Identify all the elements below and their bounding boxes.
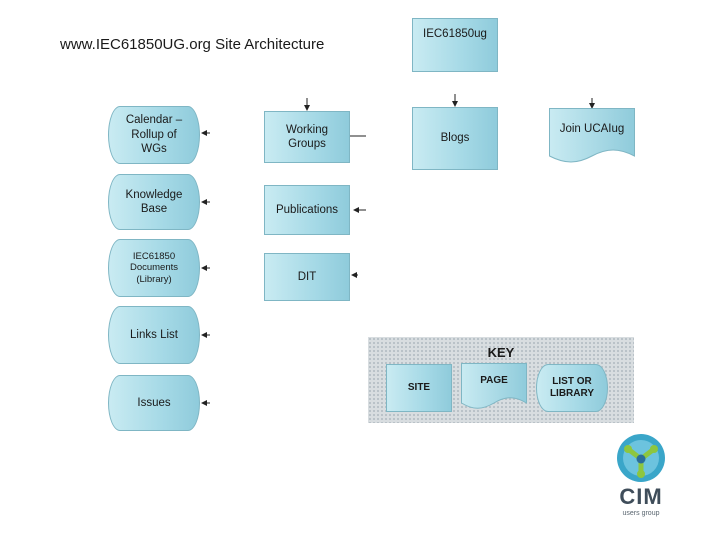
library-knowledge-base: Knowledge Base <box>108 174 200 230</box>
library-issues-label: Issues <box>137 396 171 409</box>
legend-page-label: PAGE <box>480 375 508 386</box>
legend-wavy-shape <box>461 363 527 409</box>
library-links-list-label: Links List <box>130 328 178 341</box>
page-publications: Publications <box>264 185 350 235</box>
library-documents-label: IEC61850 Documents (Library) <box>129 250 179 285</box>
library-links-list: Links List <box>108 306 200 364</box>
legend-library-label: LIST OR LIBRARY <box>549 375 595 400</box>
library-calendar: Calendar – Rollup of WGs <box>108 106 200 164</box>
page-working-groups-label: Working Groups <box>286 123 328 150</box>
library-knowledge-base-label: Knowledge Base <box>125 188 183 215</box>
page-working-groups: Working Groups <box>264 111 350 163</box>
legend-site-box: SITE <box>386 364 452 412</box>
wavy-page-shape <box>549 108 635 163</box>
page-join-ucaiug: Join UCAIug <box>549 108 635 164</box>
library-issues: Issues <box>108 375 200 431</box>
cim-logo-subtitle: users group <box>622 510 660 517</box>
page-dit: DIT <box>264 253 350 301</box>
page-dit-label: DIT <box>297 270 317 283</box>
legend-page-box: PAGE <box>461 363 527 411</box>
legend-site-label: SITE <box>407 381 431 393</box>
page-publications-label: Publications <box>275 203 338 216</box>
cim-logo-mark-icon <box>617 434 665 482</box>
page-blogs-label: Blogs <box>440 132 470 145</box>
cim-logo: CIM users group <box>612 432 670 522</box>
library-calendar-label: Calendar – Rollup of WGs <box>125 114 183 156</box>
root-site-node: IEC61850ug <box>412 18 498 72</box>
root-site-label: IEC61850ug <box>423 28 487 40</box>
page-blogs: Blogs <box>412 107 498 170</box>
cim-logo-text: CIM <box>619 484 663 509</box>
page-join-ucaiug-label: Join UCAIug <box>559 123 625 135</box>
legend-key: KEY SITE PAGE LIST OR LIBRARY <box>368 337 634 423</box>
page-title: www.IEC61850UG.org Site Architecture <box>60 36 325 53</box>
legend-library-box: LIST OR LIBRARY <box>536 364 608 412</box>
legend-title: KEY <box>487 345 515 360</box>
library-documents: IEC61850 Documents (Library) <box>108 239 200 297</box>
